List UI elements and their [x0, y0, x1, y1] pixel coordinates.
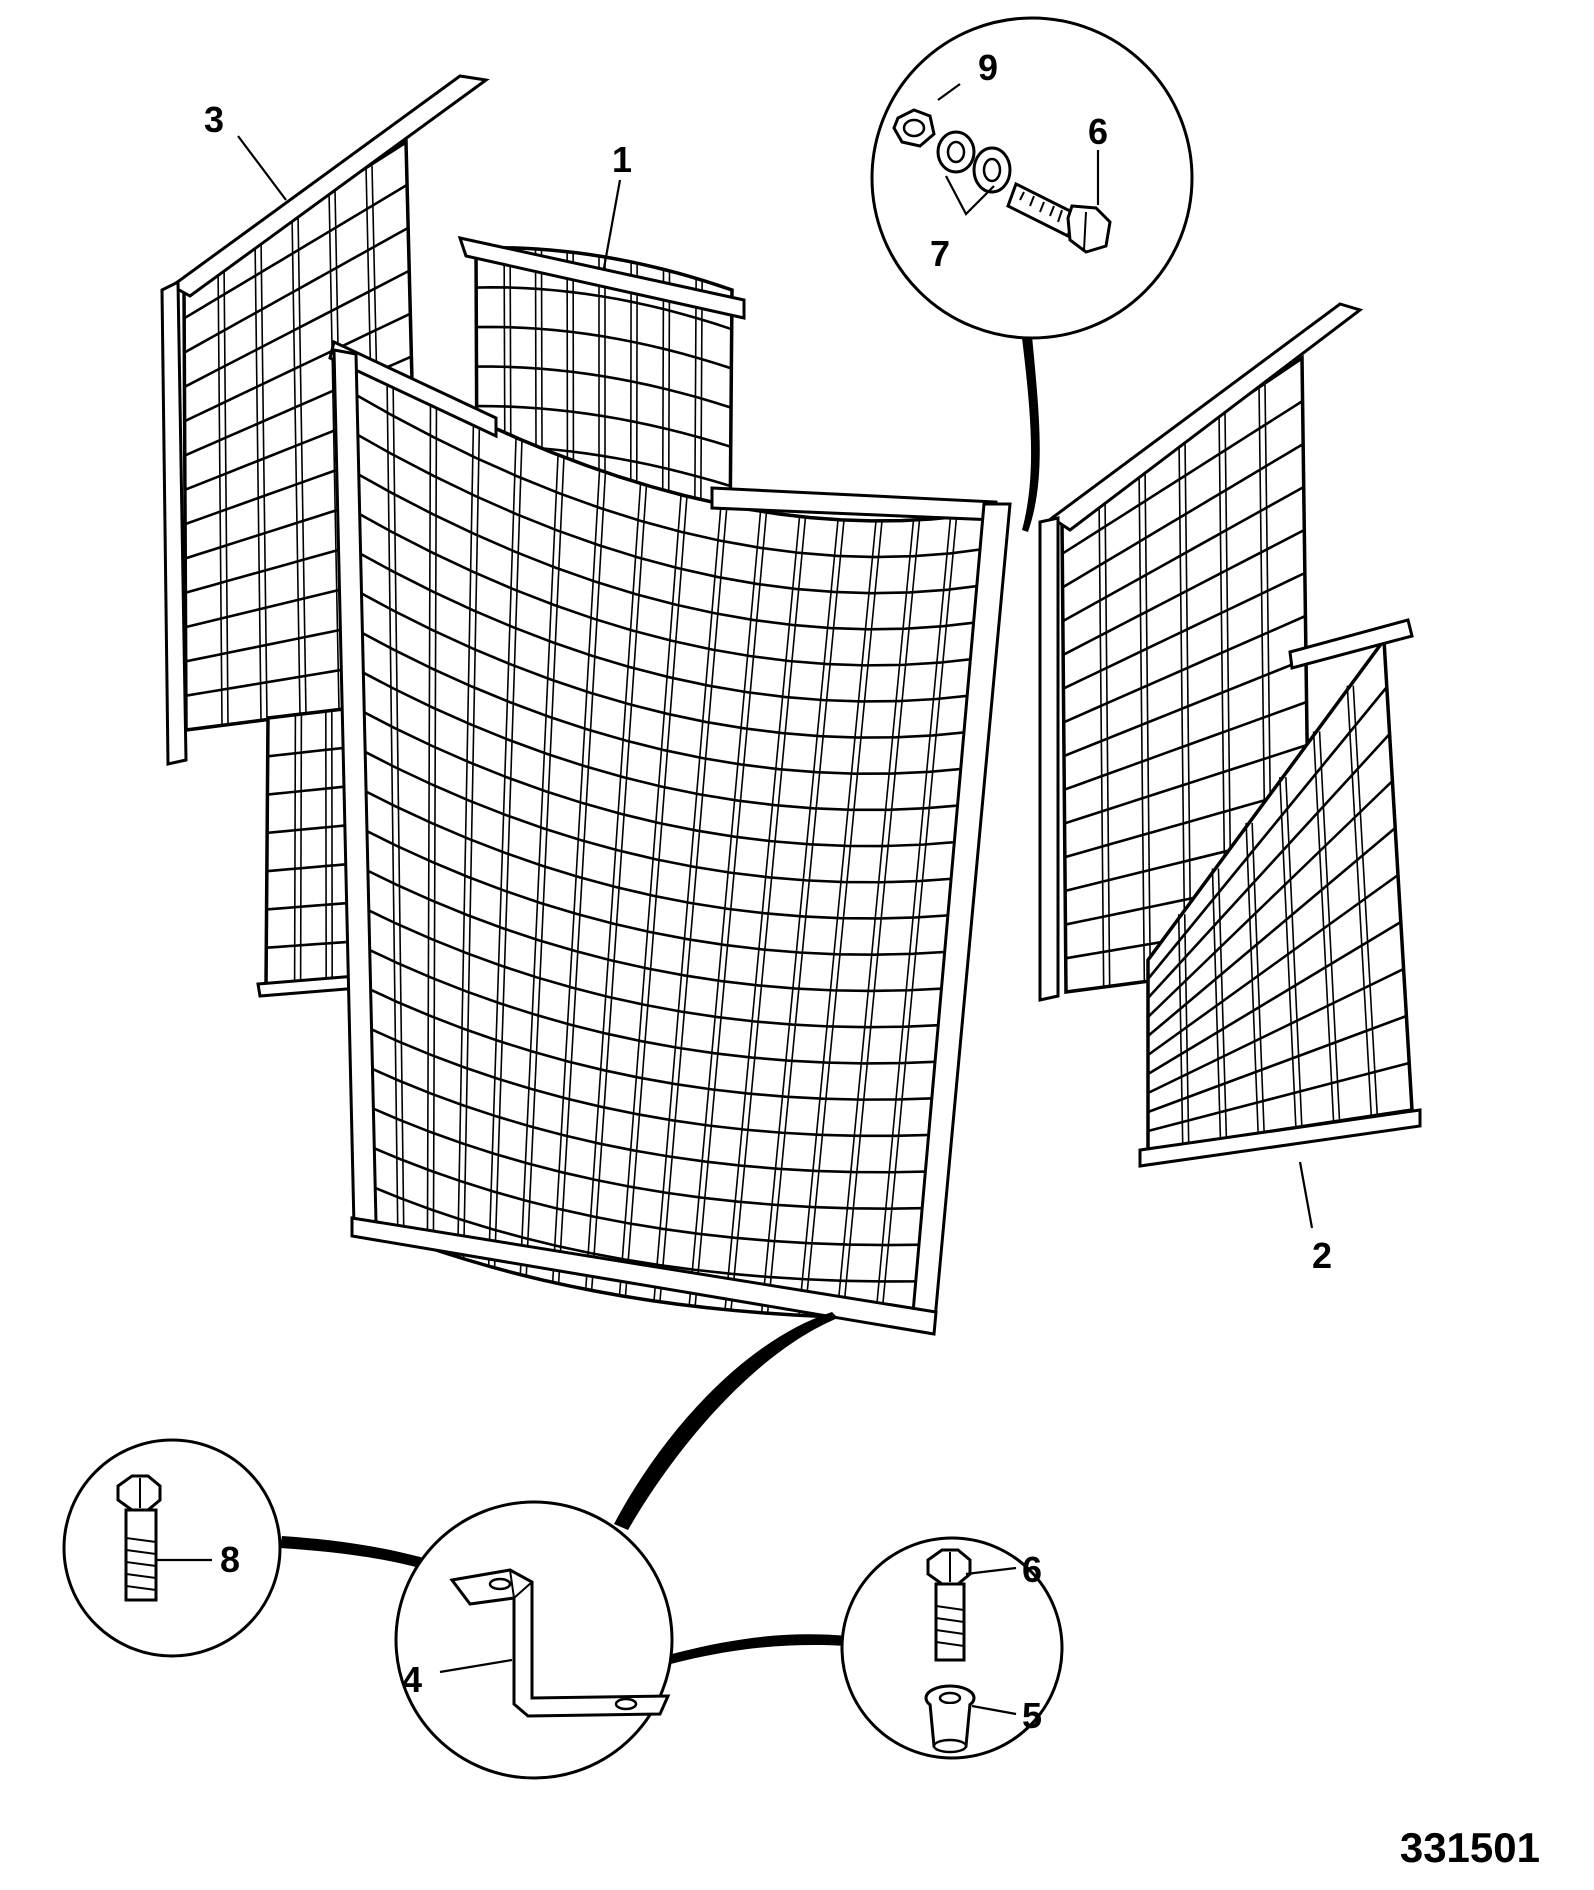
- mesh-panel-front: [328, 339, 1012, 1336]
- spacer-icon: [924, 1684, 976, 1754]
- mesh-panel-2: [1038, 302, 1422, 1168]
- detail-circle-bolt-spacer: [840, 1536, 1064, 1760]
- bolt-icon: [116, 1474, 162, 1602]
- detail-connector-lines: [280, 336, 1040, 1668]
- bracket-icon: [449, 1568, 671, 1718]
- detail-circle-bolt-8: [62, 1438, 282, 1658]
- callout-6-lower: 6: [1022, 1549, 1042, 1590]
- washer-icon: [936, 130, 1012, 194]
- callout-2: 2: [1312, 1235, 1332, 1276]
- callout-labels: 1 2 3 4 5 6 6 7 8 9: [204, 47, 1332, 1736]
- callout-9: 9: [978, 47, 998, 88]
- callout-3: 3: [204, 99, 224, 140]
- leader-lines: [237, 135, 1314, 1229]
- callout-1: 1: [612, 139, 632, 180]
- bolt-icon: [1006, 181, 1112, 254]
- detail-circle-fasteners-top: [870, 16, 1194, 340]
- bolt-icon: [926, 1548, 972, 1662]
- callout-6-upper: 6: [1088, 111, 1108, 152]
- nut-icon: [892, 108, 936, 148]
- callout-7: 7: [930, 233, 950, 274]
- callout-5: 5: [1022, 1695, 1042, 1736]
- detail-circle-bracket-4: [394, 1500, 674, 1780]
- callout-8: 8: [220, 1539, 240, 1580]
- figure-number: 331501: [1400, 1824, 1540, 1871]
- callout-4: 4: [402, 1659, 422, 1700]
